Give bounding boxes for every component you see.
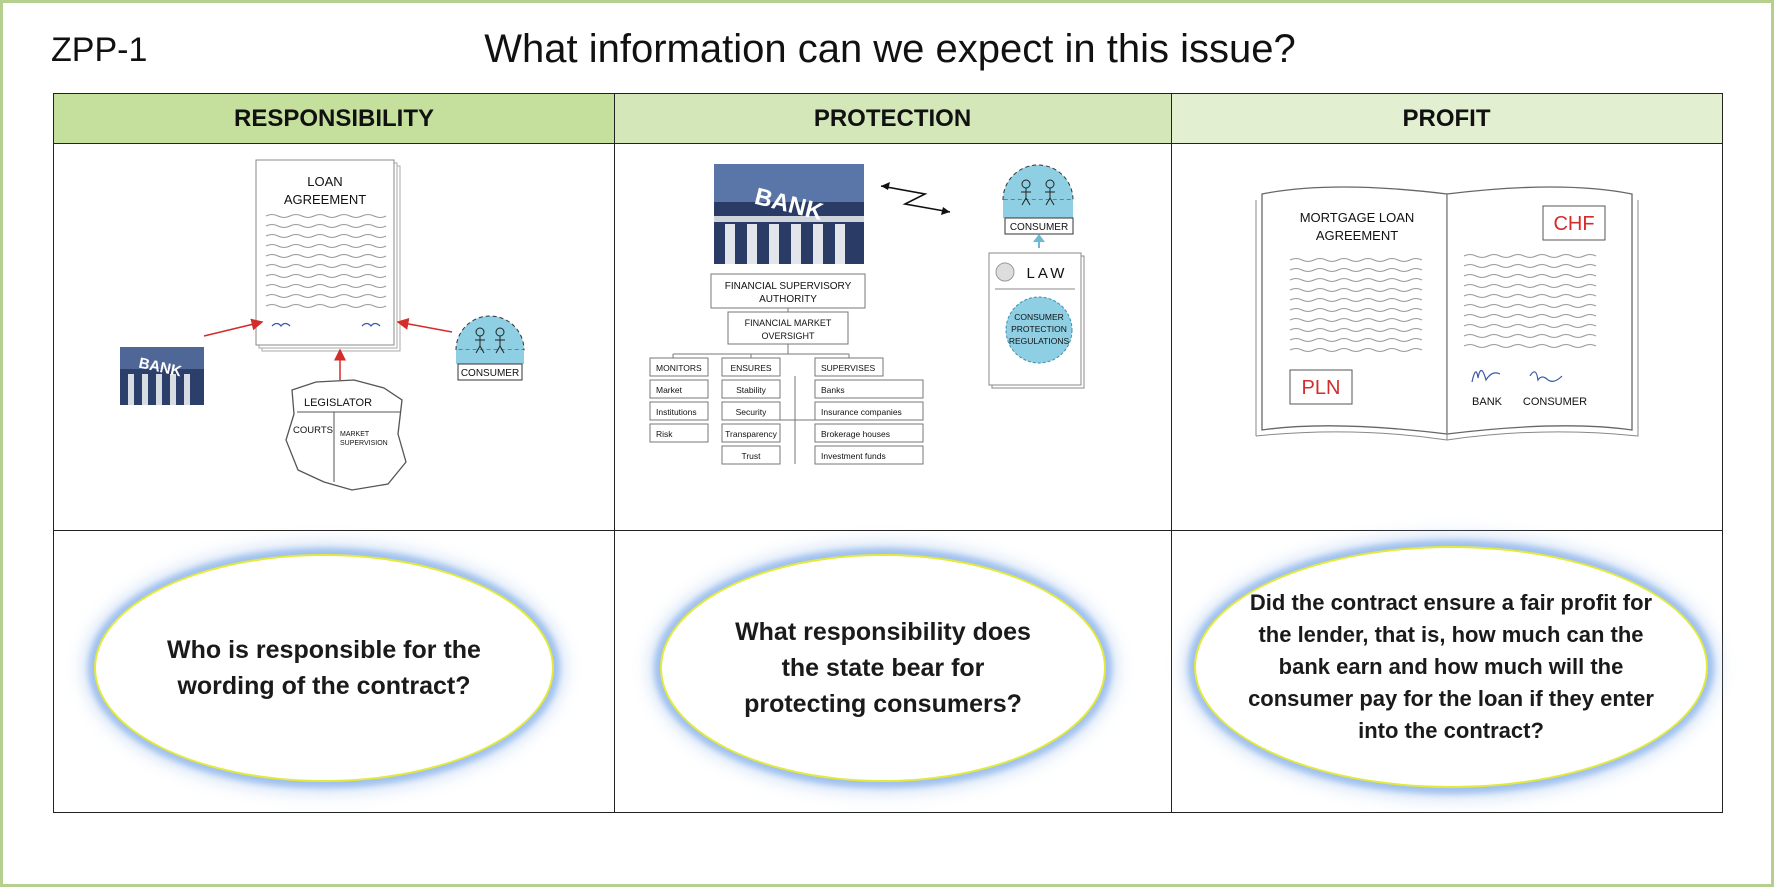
row-divider [54,143,1722,144]
market-supervision-2: SUPERVISION [340,440,388,447]
monitors-item: Institutions [656,407,697,417]
consumer-sign-label: CONSUMER [1523,396,1587,408]
question-text: Did the contract ensure a fair profit fo… [1248,590,1654,743]
consumer-arrow [396,318,453,333]
bank-arrow [203,318,264,337]
fmo-2: OVERSIGHT [761,331,815,341]
zigzag-arrow [880,185,951,213]
legislator-label: LEGISLATOR [304,397,372,409]
supervises-item: Banks [821,385,845,395]
column-divider [614,94,615,812]
fsa-2: AUTHORITY [759,294,817,305]
bank-sign-label: BANK [1472,396,1503,408]
heading-responsibility: RESPONSIBILITY [54,94,614,143]
market-supervision-1: MARKET [340,431,370,438]
pln-label: PLN [1302,377,1341,399]
supervises-heading: SUPERVISES [821,363,876,373]
consumer-figure: CONSUMER [455,315,525,381]
loan-agreement-document: LOAN AGREEMENT [255,159,401,352]
chf-label: CHF [1553,213,1594,235]
protection-diagram: BANK CONSUMER [615,144,1171,529]
profit-diagram: MORTGAGE LOAN AGREEMENT [1172,144,1722,529]
page-code: ZPP-1 [51,31,148,69]
responsibility-diagram: LOAN AGREEMENT [54,144,614,529]
supervises-item: Investment funds [821,451,886,461]
law-document: LAW CONSUMER PROTECTION REGULATIONS [988,252,1085,389]
bank-signature [1471,369,1501,383]
legislator-map: LEGISLATOR COURTS MARKET SUPERVISION [285,379,407,491]
supervises-item: Insurance companies [821,407,902,417]
supervises-item: Brokerage houses [821,429,890,439]
bank-building-photo: BANK [714,164,864,264]
question-text: What responsibility does the state bear … [735,617,1031,719]
law-label: LAW [1027,265,1068,282]
open-mortgage-book: MORTGAGE LOAN AGREEMENT [1255,186,1639,441]
ensures-heading: ENSURES [730,363,771,373]
question-responsibility: Who is responsible for the wording of th… [94,554,554,782]
info-table: RESPONSIBILITY PROTECTION PROFIT LOAN [53,93,1723,813]
fmo-1: FINANCIAL MARKET [745,318,832,328]
doc-title-1: LOAN [307,174,342,189]
question-protection: What responsibility does the state bear … [660,554,1106,782]
bank-photo: BANK [120,347,204,405]
consumer-label: CONSUMER [1010,222,1068,233]
fsa-1: FINANCIAL SUPERVISORY [725,281,852,292]
mortgage-title-2: AGREEMENT [1316,228,1398,243]
question-text: Who is responsible for the wording of th… [167,635,481,700]
question-profit: Did the contract ensure a fair profit fo… [1194,546,1708,788]
consumer-signature [1529,371,1563,382]
page-title: What information can we expect in this i… [484,27,1296,71]
regs-3: REGULATIONS [1009,336,1070,346]
courts-label: COURTS [293,425,333,436]
supervisory-org-chart [649,273,924,465]
column-divider [1171,94,1172,812]
regs-2: PROTECTION [1011,324,1067,334]
row-divider [54,530,1722,531]
ensures-item: Stability [736,385,767,395]
ensures-item: Trust [741,451,761,461]
consumer-label: CONSUMER [461,368,519,379]
monitors-heading: MONITORS [656,363,702,373]
ensures-item: Security [736,407,767,417]
monitors-item: Market [656,385,683,395]
regs-1: CONSUMER [1014,312,1064,322]
mortgage-title-1: MORTGAGE LOAN [1300,210,1415,225]
doc-title-2: AGREEMENT [284,192,366,207]
heading-protection: PROTECTION [614,94,1171,143]
monitors-item: Risk [656,429,673,439]
heading-profit: PROFIT [1171,94,1722,143]
ensures-item: Transparency [725,429,777,439]
consumer-figure: CONSUMER [1002,164,1074,235]
